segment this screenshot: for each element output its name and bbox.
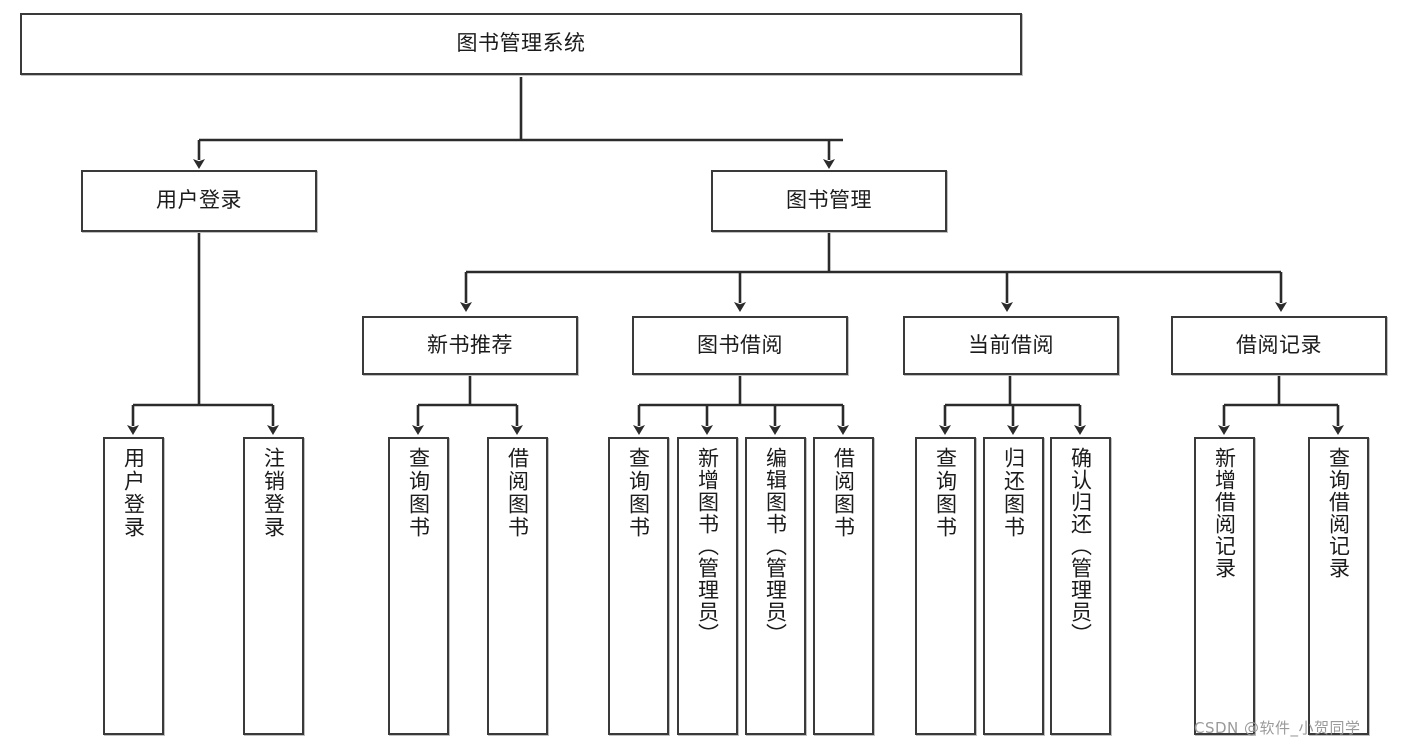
- node-label: 查询图书: [933, 447, 958, 539]
- node-label: 编辑图书（管理员）: [763, 447, 788, 645]
- node-root[interactable]: 图书管理系统: [20, 13, 1022, 75]
- node-current-borrow[interactable]: 当前借阅: [903, 316, 1119, 375]
- node-label: 用户登录: [121, 447, 146, 539]
- csdn-watermark: CSDN @软件_小贺同学: [1194, 719, 1361, 737]
- node-label: 图书借阅: [697, 332, 783, 357]
- node-book-management[interactable]: 图书管理: [711, 170, 947, 232]
- node-label: 归还图书: [1001, 447, 1026, 539]
- node-user-login[interactable]: 用户登录: [81, 170, 317, 232]
- node-label: 图书管理系统: [456, 31, 586, 56]
- node-label: 查询图书: [406, 447, 431, 539]
- node-label: 借阅记录: [1236, 332, 1322, 357]
- node-label: 借阅图书: [831, 447, 856, 539]
- leaf-user-login-login[interactable]: 用户登录: [103, 437, 164, 735]
- leaf-current-query-book[interactable]: 查询图书: [915, 437, 976, 735]
- node-label: 注销登录: [261, 447, 286, 539]
- leaf-borrow-edit-book-admin[interactable]: 编辑图书（管理员）: [745, 437, 806, 735]
- node-label: 图书管理: [786, 188, 872, 213]
- node-label: 借阅图书: [505, 447, 530, 539]
- leaf-user-login-logout[interactable]: 注销登录: [243, 437, 304, 735]
- node-label: 查询图书: [626, 447, 651, 539]
- node-label: 当前借阅: [968, 332, 1054, 357]
- leaf-record-add-record[interactable]: 新增借阅记录: [1194, 437, 1255, 735]
- leaf-borrow-add-book-admin[interactable]: 新增图书（管理员）: [677, 437, 738, 735]
- node-book-borrow[interactable]: 图书借阅: [632, 316, 848, 375]
- leaf-borrow-borrow-book[interactable]: 借阅图书: [813, 437, 874, 735]
- node-label: 确认归还（管理员）: [1068, 447, 1093, 645]
- node-new-book-recommend[interactable]: 新书推荐: [362, 316, 578, 375]
- leaf-recommend-query-book[interactable]: 查询图书: [388, 437, 449, 735]
- leaf-record-query-record[interactable]: 查询借阅记录: [1308, 437, 1369, 735]
- node-borrow-record[interactable]: 借阅记录: [1171, 316, 1387, 375]
- leaf-borrow-query-book[interactable]: 查询图书: [608, 437, 669, 735]
- node-label: 新增借阅记录: [1212, 447, 1237, 579]
- node-label: 用户登录: [156, 188, 242, 213]
- leaf-recommend-borrow-book[interactable]: 借阅图书: [487, 437, 548, 735]
- leaf-current-return-book[interactable]: 归还图书: [983, 437, 1044, 735]
- leaf-current-confirm-return-admin[interactable]: 确认归还（管理员）: [1050, 437, 1111, 735]
- node-label: 新书推荐: [427, 332, 513, 357]
- node-label: 查询借阅记录: [1326, 447, 1351, 579]
- node-label: 新增图书（管理员）: [695, 447, 720, 645]
